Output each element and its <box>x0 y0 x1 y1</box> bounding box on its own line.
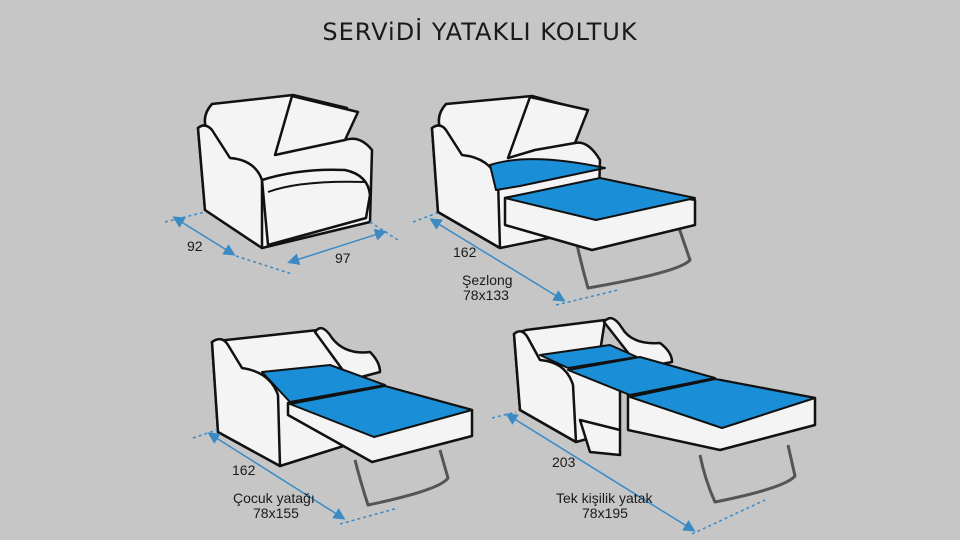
dimension-lines-sezlong <box>412 212 619 306</box>
page-title: SERViDİ YATAKLI KOLTUK <box>322 18 638 46</box>
caption-child-bed: Çocuk yatağı <box>233 490 315 506</box>
dimension-lines-armchair <box>164 211 399 275</box>
dimension-lines-single-bed <box>491 411 766 535</box>
dimension-lines-child-bed <box>192 429 399 525</box>
sezlong-mattress <box>489 158 696 221</box>
armchair-illustration <box>196 93 374 250</box>
single-bed-mattress <box>539 344 816 429</box>
child-bed-mattress <box>261 364 473 438</box>
width-label-armchair: 97 <box>335 250 351 266</box>
size-child-bed: 78x155 <box>253 505 299 521</box>
depth-label-armchair: 92 <box>187 238 203 254</box>
size-sezlong: 78x133 <box>463 287 509 303</box>
caption-sezlong: Şezlong <box>462 272 513 288</box>
depth-label-single-bed: 203 <box>552 454 576 470</box>
size-single-bed: 78x195 <box>582 505 628 521</box>
depth-label-child-bed: 162 <box>232 462 256 478</box>
depth-label-sezlong: 162 <box>453 244 477 260</box>
caption-single-bed: Tek kişilik yatak <box>556 490 653 506</box>
